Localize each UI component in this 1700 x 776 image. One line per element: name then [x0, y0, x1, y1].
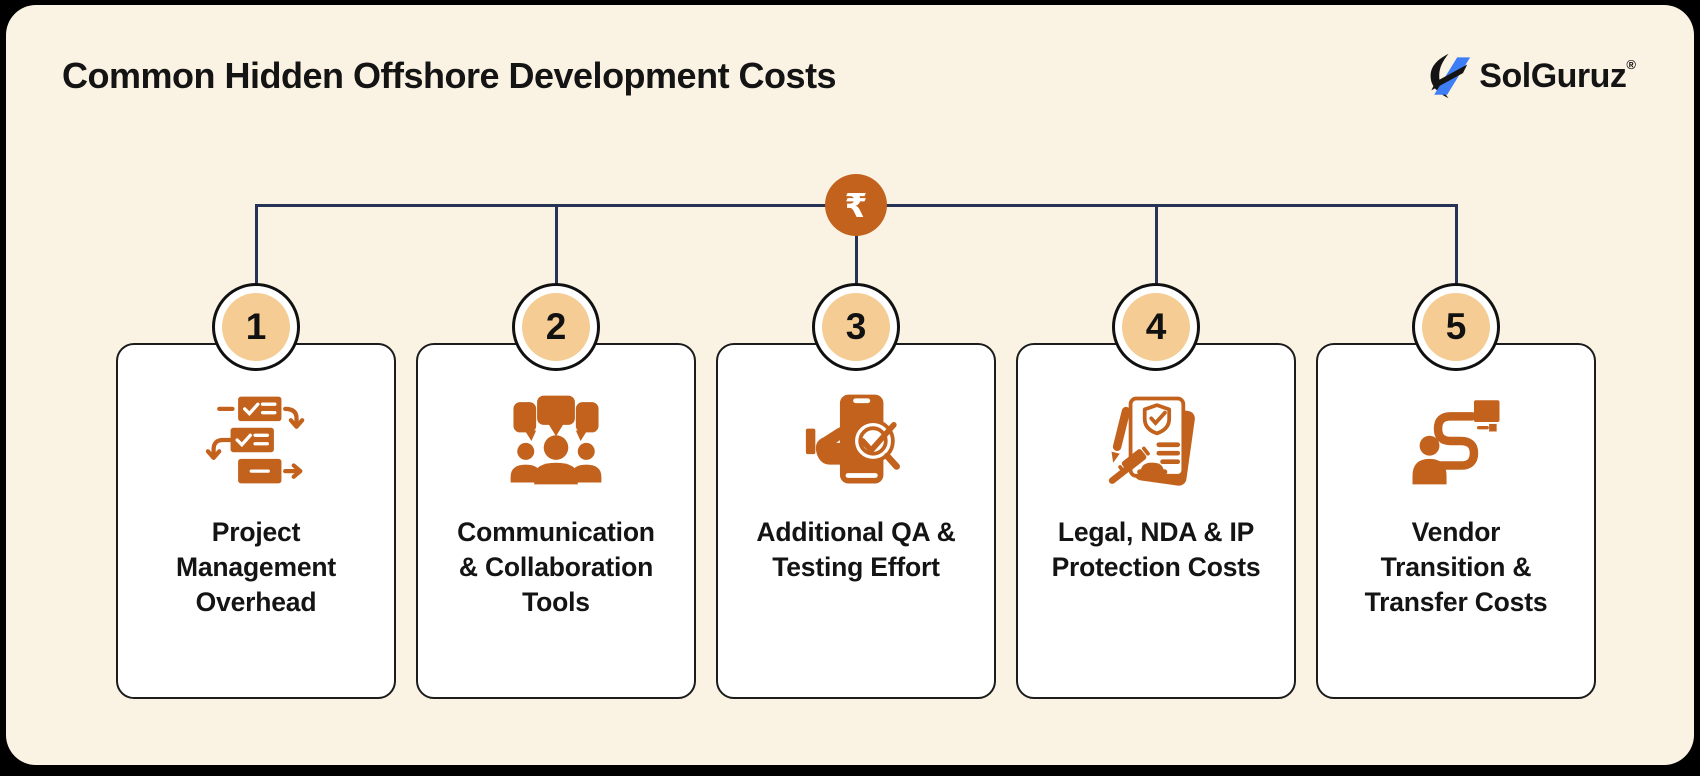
step-badge-4: 4: [1112, 283, 1200, 371]
step-number: 1: [222, 293, 290, 361]
cost-card-label: Vendor Transition & Transfer Costs: [1364, 517, 1548, 617]
vendor-transfer-icon: [1412, 400, 1500, 485]
step-badge-1: 1: [212, 283, 300, 371]
connector-drop-2: [555, 204, 558, 284]
connector-drop-5: [1455, 204, 1458, 284]
team-communication-icon: [510, 395, 602, 485]
brand-logo: SolGuruz®: [1427, 53, 1636, 99]
registered-trademark: ®: [1626, 56, 1636, 72]
legal-nda-ip-icon: [1108, 396, 1195, 486]
brand-name: SolGuruz: [1479, 56, 1627, 95]
project-management-flow-icon: [205, 396, 305, 484]
cost-card-qa-testing: Additional QA & Testing Effort: [716, 343, 996, 699]
solguruz-bolt-icon: [1430, 53, 1471, 99]
step-badge-5: 5: [1412, 283, 1500, 371]
cost-card-communication-tools: Communication & Collaboration Tools: [416, 343, 696, 699]
cost-card-label: Additional QA & Testing Effort: [756, 517, 956, 582]
mobile-qa-testing-icon: [805, 394, 900, 484]
rupee-coin-icon: ₹: [825, 174, 887, 236]
cost-card-label: Legal, NDA & IP Protection Costs: [1051, 517, 1261, 582]
cost-card-label: Project Management Overhead: [176, 517, 336, 617]
cost-card-project-management: Project Management Overhead: [116, 343, 396, 699]
cost-card-label: Communication & Collaboration Tools: [457, 517, 655, 617]
step-badge-3: 3: [812, 283, 900, 371]
cost-card-vendor-transition: Vendor Transition & Transfer Costs: [1316, 343, 1596, 699]
step-number: 4: [1122, 293, 1190, 361]
step-number: 5: [1422, 293, 1490, 361]
cost-card-legal-protection: Legal, NDA & IP Protection Costs: [1016, 343, 1296, 699]
infographic-canvas: Common Hidden Offshore Development Costs…: [6, 5, 1694, 765]
page-title: Common Hidden Offshore Development Costs: [62, 55, 837, 96]
connector-drop-4: [1155, 204, 1158, 284]
connector-drop-1: [255, 204, 258, 284]
step-number: 2: [522, 293, 590, 361]
connector-drop-3: [855, 204, 858, 284]
brand-logo-text: SolGuruz®: [1479, 57, 1636, 96]
step-badge-2: 2: [512, 283, 600, 371]
step-number: 3: [822, 293, 890, 361]
